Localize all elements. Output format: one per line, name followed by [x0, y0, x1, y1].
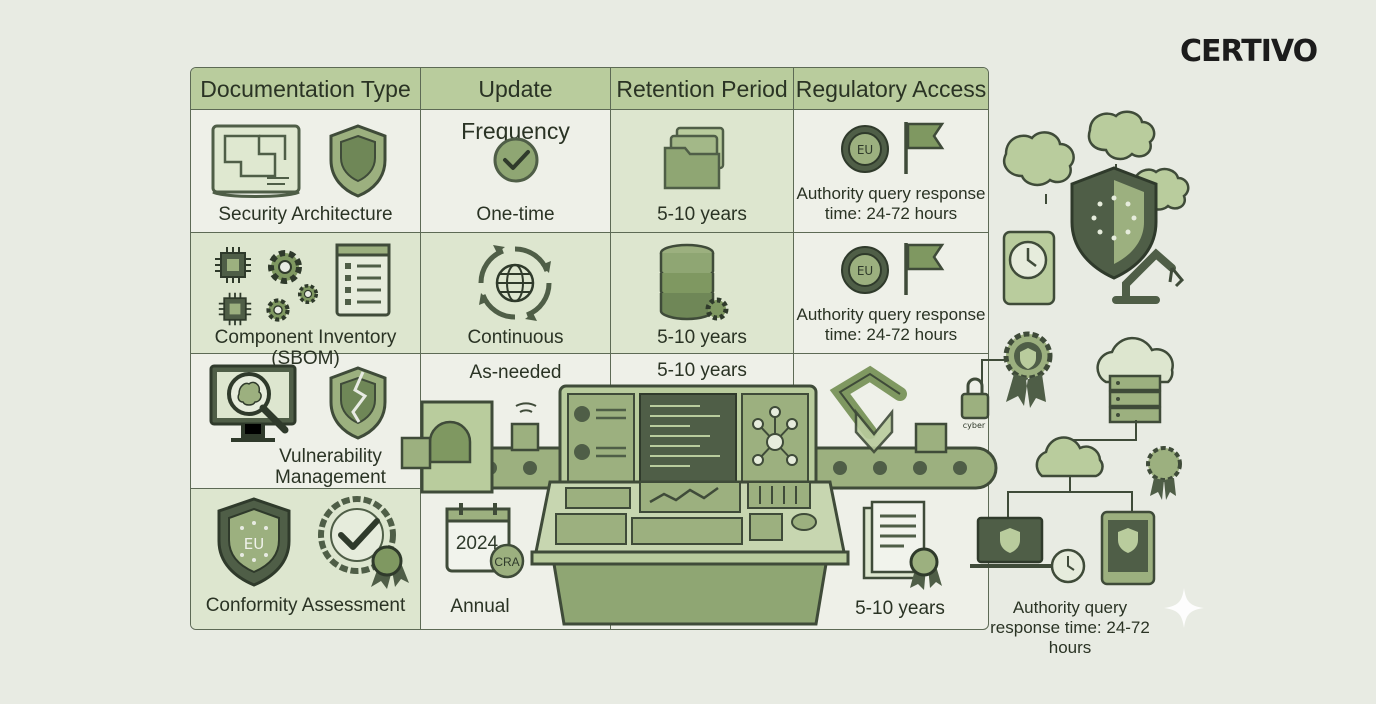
- folders-icon: [663, 126, 725, 190]
- award-lock-illustration: cyber: [960, 331, 1053, 430]
- doc-type-label: Conformity Assessment: [205, 595, 406, 616]
- cell-row1-access: EU Authority query response time: 24-72 …: [794, 110, 988, 233]
- access-label-row4: Authority query response time: 24-72 hou…: [990, 598, 1150, 657]
- brain-icon: [1087, 110, 1156, 161]
- frequency-label: As-needed: [469, 362, 562, 383]
- retention-label: 5-10 years: [657, 327, 747, 348]
- header-retention-period: Retention Period: [611, 68, 794, 110]
- monitor-brain-icon: [209, 364, 297, 442]
- document-award-icon: [862, 500, 942, 590]
- chip-icon: [215, 247, 251, 283]
- frequency-label: One-time: [476, 204, 555, 225]
- retention-label: 5-10 years: [657, 204, 747, 225]
- control-console-illustration: [400, 365, 998, 626]
- frequency-label-annual: Annual: [450, 596, 510, 617]
- cell-row2-retention: 5-10 years: [611, 233, 794, 354]
- cell-row2-frequency: Continuous: [421, 233, 611, 354]
- database-icon: [659, 243, 729, 321]
- sparkle-icon: [1164, 588, 1204, 628]
- eu-seal-icon: EU: [841, 125, 889, 173]
- seal-label: EU: [857, 264, 873, 278]
- flag-icon: [904, 122, 945, 174]
- gear-icon: [297, 283, 319, 305]
- cell-row1-frequency: One-time: [421, 110, 611, 233]
- cell-row4-frequency: 2024 CRA: [421, 489, 611, 629]
- brand-logo: CERTIVO: [1180, 34, 1318, 69]
- documentation-table: Documentation Type Update Frequency Rete…: [190, 67, 989, 630]
- cell-row3-type: Vulnerability Management: [191, 354, 421, 489]
- cloud-network-illustration: [970, 420, 1182, 586]
- cell-row2-type: Component Inventory (SBOM): [191, 233, 421, 369]
- cell-row2-access: EU Authority query response time: 24-72 …: [794, 233, 988, 354]
- checklist-icon: [335, 243, 391, 317]
- frequency-label: Continuous: [467, 327, 564, 348]
- ai-security-illustration: [1002, 110, 1190, 306]
- cell-row1-type: Security Architecture: [191, 110, 421, 233]
- flag-icon: [904, 243, 945, 295]
- chip-icon: [218, 292, 252, 326]
- calendar-icon: 2024 CRA: [445, 503, 525, 579]
- header-update-frequency: Update Frequency: [421, 68, 611, 144]
- retention-label-row4: 5-10 years: [855, 598, 945, 619]
- calendar-badge: CRA: [494, 555, 519, 569]
- eu-seal-icon: EU: [841, 246, 889, 294]
- cracked-shield-icon: [329, 366, 387, 440]
- blueprint-icon: [211, 124, 301, 198]
- access-label: Authority query response time: 24-72 hou…: [796, 305, 986, 344]
- checkmark-icon: [493, 137, 539, 183]
- globe-refresh-icon: [478, 245, 552, 321]
- doc-type-label: Vulnerability Management: [275, 446, 386, 488]
- eu-shield-icon: EU: [217, 497, 291, 587]
- brain-icon: [1003, 131, 1075, 187]
- access-label: Authority query response time: 24-72 hou…: [796, 184, 986, 223]
- cell-row4-type: EU Conformity Assessment: [191, 489, 421, 629]
- gear-icon: [268, 250, 302, 284]
- cell-row1-retention: 5-10 years: [611, 110, 794, 233]
- cloud-server-illustration: [1096, 336, 1174, 424]
- retention-label: 5-10 years: [657, 360, 747, 381]
- gear-icon: [266, 298, 290, 322]
- header-documentation-type: Documentation Type: [191, 68, 421, 110]
- doc-type-label: Security Architecture: [218, 204, 393, 225]
- certified-badge-icon: [318, 496, 409, 589]
- header-regulatory-access: Regulatory Access: [794, 68, 988, 110]
- shield-icon: [329, 124, 387, 198]
- doc-type-label: Component Inventory (SBOM): [214, 327, 397, 369]
- seal-label: EU: [857, 143, 873, 157]
- lock-label: cyber: [963, 421, 986, 430]
- shield-eu-label: EU: [244, 535, 264, 553]
- calendar-year: 2024: [456, 533, 499, 554]
